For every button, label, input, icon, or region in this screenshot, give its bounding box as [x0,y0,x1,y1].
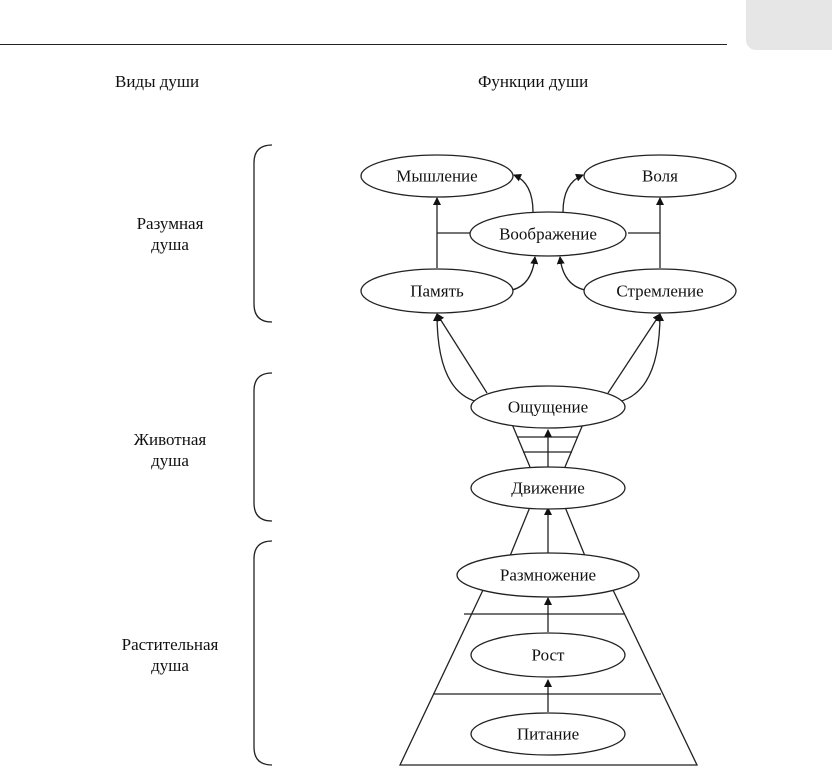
node-striving-shape [583,268,737,314]
functions-column-title: Функции души [478,72,589,91]
node-imagination-shape [469,211,627,257]
node-sensation-label: Ощущение [508,398,588,417]
node-will-label: Воля [642,167,678,186]
node-growth-shape [470,632,626,678]
brace-animal [253,372,273,522]
kind-animal: Животная душа [95,429,245,471]
header-rule [0,44,727,45]
corner-tab [746,0,832,50]
node-thinking-label: Мышление [396,167,477,186]
arrow-sensation-striving-curve [617,313,664,403]
arrow-imagination-will [562,173,584,213]
arrow-sensation-memory-curve [433,313,479,403]
funnel-left [511,423,531,468]
node-memory-label: Память [410,282,464,301]
arrow-sensation-striving-straight [607,313,661,394]
kind-animal-line2: душа [151,451,189,470]
node-motion-shape [470,466,626,510]
funnel-lower-left [509,506,531,557]
node-growth-label: Рост [532,646,566,665]
node-will-shape [583,154,737,198]
node-reproduction-label: Размножение [500,566,596,585]
node-motion-label: Движение [511,479,585,498]
arrow-sensation-memory-straight [436,313,488,394]
arrow-striving-imagination [556,256,586,291]
node-nutrition-label: Питание [517,725,579,744]
node-thinking-shape [360,154,514,198]
kinds-column-title: Виды души [115,72,200,91]
node-sensation-shape [470,385,626,429]
funnel-right [564,423,584,468]
node-nutrition-shape [470,712,626,756]
kind-animal-line1: Животная [133,430,207,449]
funnel-lower-right [564,506,586,557]
node-striving-label: Стремление [616,282,703,301]
brace-vegetative [253,540,273,766]
pyramid-outline [398,589,699,766]
kind-rational: Разумная душа [95,213,245,255]
node-reproduction-shape [456,552,640,598]
kind-vegetative-line2: душа [151,656,189,675]
kind-rational-line2: душа [151,235,189,254]
kind-rational-line1: Разумная [136,214,204,233]
node-memory-shape [360,268,514,314]
arrow-imagination-thinking [513,174,534,213]
arrow-memory-imagination [511,256,539,291]
brace-rational [253,144,273,323]
kind-vegetative: Растительная душа [95,634,245,676]
kind-vegetative-line1: Растительная [121,635,219,654]
node-imagination-label: Воображение [499,225,597,244]
